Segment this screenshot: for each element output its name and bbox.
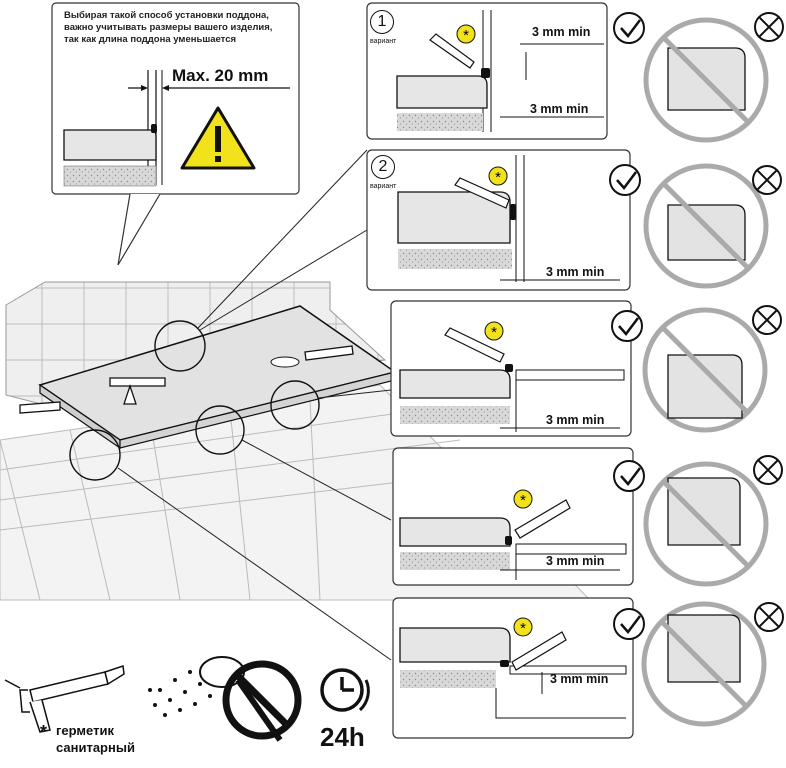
- svg-text:*: *: [463, 27, 469, 44]
- cross-icons: [752, 12, 784, 632]
- panel-3: *: [390, 300, 632, 437]
- svg-text:*: *: [495, 169, 501, 186]
- max-gap-label: Max. 20 mm: [172, 66, 269, 85]
- check-icon: [613, 608, 645, 640]
- cross-icon: [752, 165, 782, 195]
- wrong-examples: [641, 17, 769, 727]
- legend-line-1: герметик: [56, 723, 114, 738]
- cross-icon: [754, 602, 784, 632]
- gap-label-4: 3 mm min: [546, 554, 605, 568]
- note-line-1: Выбирая такой способ установки поддона,: [64, 10, 269, 21]
- variant-2-number: 2: [371, 155, 395, 179]
- caulking-gun-icon: [4, 664, 125, 733]
- no-sign-icon: [641, 601, 767, 727]
- legend-line-2: санитарный: [56, 740, 135, 755]
- gap-label-5: 3 mm min: [550, 672, 609, 686]
- no-sign-icon: [643, 461, 769, 587]
- note-line-3: так как длина поддона уменьшается: [64, 34, 237, 45]
- check-icon: [613, 460, 645, 492]
- clock-icon: [320, 668, 370, 712]
- legend-text: герметик санитарный: [56, 722, 135, 756]
- gap-label-1a: 3 mm min: [532, 25, 591, 39]
- cross-icon: [752, 305, 782, 335]
- caulking-gun-icon: [19, 345, 354, 414]
- check-icon: [613, 12, 645, 44]
- note-line-2: важно учитывать размеры вашего изделия,: [64, 22, 273, 33]
- svg-text:*: *: [520, 492, 526, 509]
- no-sign-icon: [222, 660, 302, 740]
- check-icon: [609, 164, 641, 196]
- panel-4: *: [392, 447, 634, 586]
- cross-icon: [754, 12, 784, 42]
- panel-variant-2: *: [366, 149, 631, 291]
- check-icon: [611, 310, 643, 342]
- panel-5: *: [392, 597, 634, 739]
- cross-icon: [753, 455, 783, 485]
- gap-label-1b: 3 mm min: [530, 102, 589, 116]
- cure-time-label: 24h: [320, 722, 365, 752]
- variant-1-caption: вариант: [370, 38, 397, 45]
- check-icons: [609, 12, 645, 640]
- note-callout: [51, 2, 300, 266]
- no-sign-icon: [643, 17, 769, 143]
- no-sign-icon: [643, 163, 769, 289]
- note-text: Выбирая такой способ установки поддона, …: [64, 10, 294, 46]
- no-sign-icon: [642, 307, 768, 433]
- variant-2-caption: вариант: [370, 183, 397, 190]
- svg-text:*: *: [491, 324, 497, 341]
- warning-triangle-icon: [180, 106, 256, 170]
- gap-label-3: 3 mm min: [546, 413, 605, 427]
- variant-1-number: 1: [370, 10, 394, 34]
- svg-text:*: *: [520, 620, 526, 637]
- legend-star: *: [40, 722, 48, 742]
- panel-variant-1: *: [366, 2, 608, 140]
- gap-label-2: 3 mm min: [546, 265, 605, 279]
